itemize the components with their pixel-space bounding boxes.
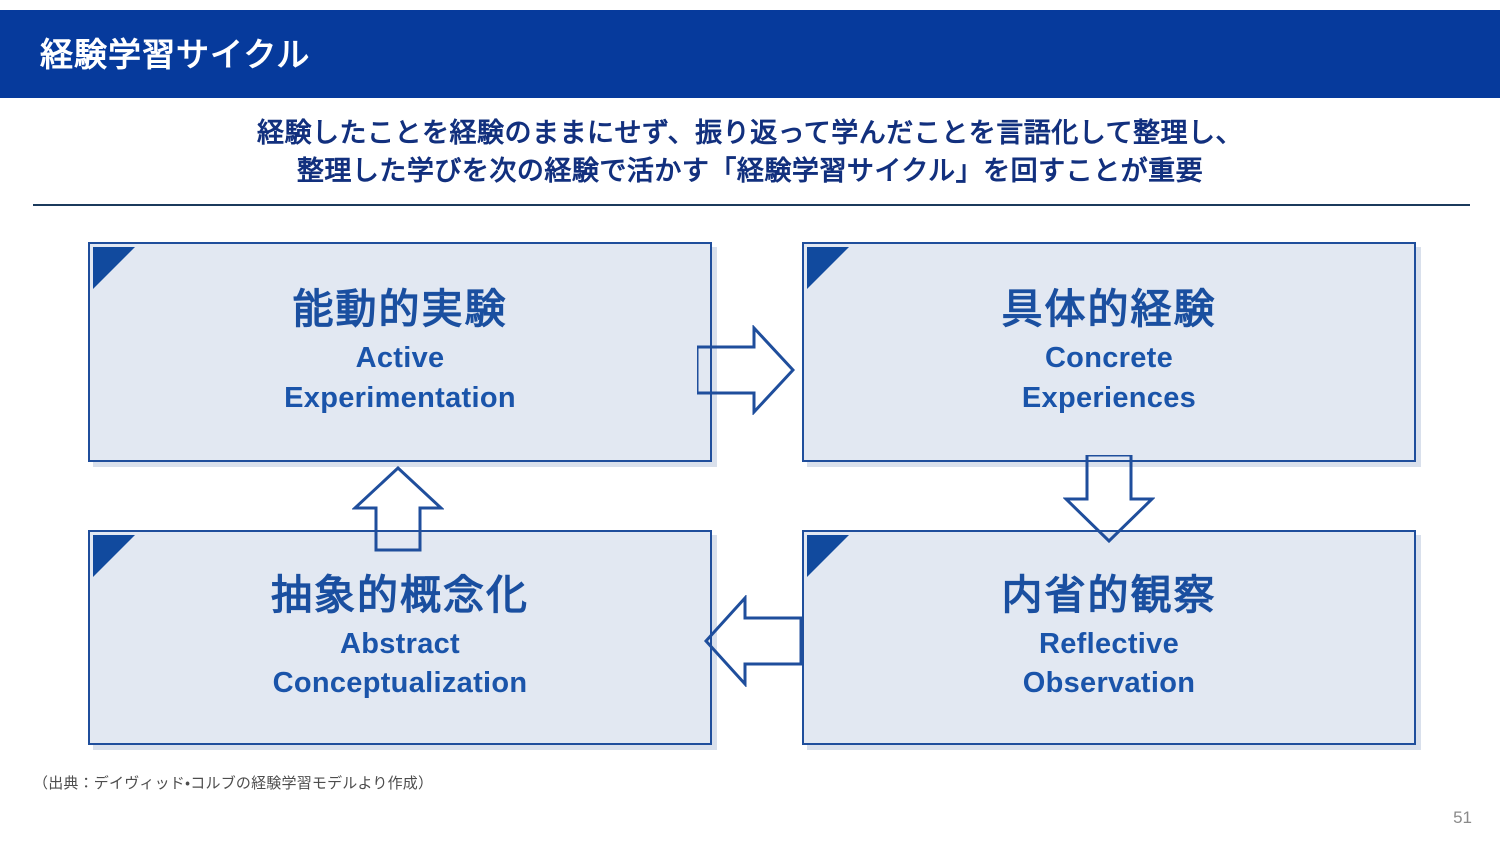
stage-title-en-line-1: Active: [355, 342, 445, 375]
stage-title-en-line-2: Conceptualization: [272, 667, 528, 700]
page-title: 経験学習サイクル: [40, 36, 311, 73]
stage-title-en-line-2: Experiences: [1021, 381, 1197, 414]
corner-triangle-icon: [807, 247, 849, 289]
stage-title-jp: 内省的観察: [1001, 571, 1217, 618]
stage-title-en: Concrete Experiences: [1022, 339, 1196, 417]
arrow-left-icon: [703, 595, 803, 687]
stage-title-en-line-2: Experimentation: [284, 381, 516, 414]
stage-title-en: Active Experimentation: [284, 339, 516, 417]
cycle-stage-box-active-experimentation[interactable]: 能動的実験 Active Experimentation: [88, 242, 712, 462]
corner-triangle-icon: [93, 247, 135, 289]
stage-title-en-line-1: Reflective: [1038, 627, 1179, 660]
stage-title-en-line-1: Concrete: [1044, 342, 1174, 375]
cycle-stage-box-reflective-observation[interactable]: 内省的観察 Reflective Observation: [802, 530, 1416, 745]
cycle-stage-box-concrete-experiences[interactable]: 具体的経験 Concrete Experiences: [802, 242, 1416, 462]
stage-title-jp: 抽象的概念化: [271, 571, 529, 618]
source-note: （出典：デイヴィッド・コルブの経験学習モデルより作成）: [33, 775, 434, 792]
subtitle: 経験したことを経験のままにせず、振り返って学んだことを言語化して整理し、 整理し…: [0, 114, 1500, 190]
stage-title-en: Abstract Conceptualization: [273, 625, 528, 703]
header-band: [0, 10, 1500, 98]
stage-title-en-line-1: Abstract: [339, 627, 461, 660]
subtitle-line-1: 経験したことを経験のままにせず、振り返って学んだことを言語化して整理し、: [257, 118, 1243, 148]
stage-title-jp: 能動的実験: [292, 286, 508, 333]
arrow-down-icon: [1063, 455, 1155, 543]
page-number: 51: [1453, 808, 1472, 827]
corner-triangle-icon: [93, 535, 135, 577]
stage-title-en-line-2: Observation: [1022, 667, 1196, 700]
arrow-up-icon: [352, 466, 444, 552]
subtitle-line-2: 整理した学びを次の経験で活かす「経験学習サイクル」を回すことが重要: [296, 156, 1204, 186]
arrow-right-icon: [697, 325, 795, 415]
cycle-stage-box-abstract-conceptualization[interactable]: 抽象的概念化 Abstract Conceptualization: [88, 530, 712, 745]
stage-title-en: Reflective Observation: [1023, 625, 1196, 703]
corner-triangle-icon: [807, 535, 849, 577]
stage-title-jp: 具体的経験: [1001, 286, 1217, 333]
header-divider-rule: [33, 204, 1470, 206]
